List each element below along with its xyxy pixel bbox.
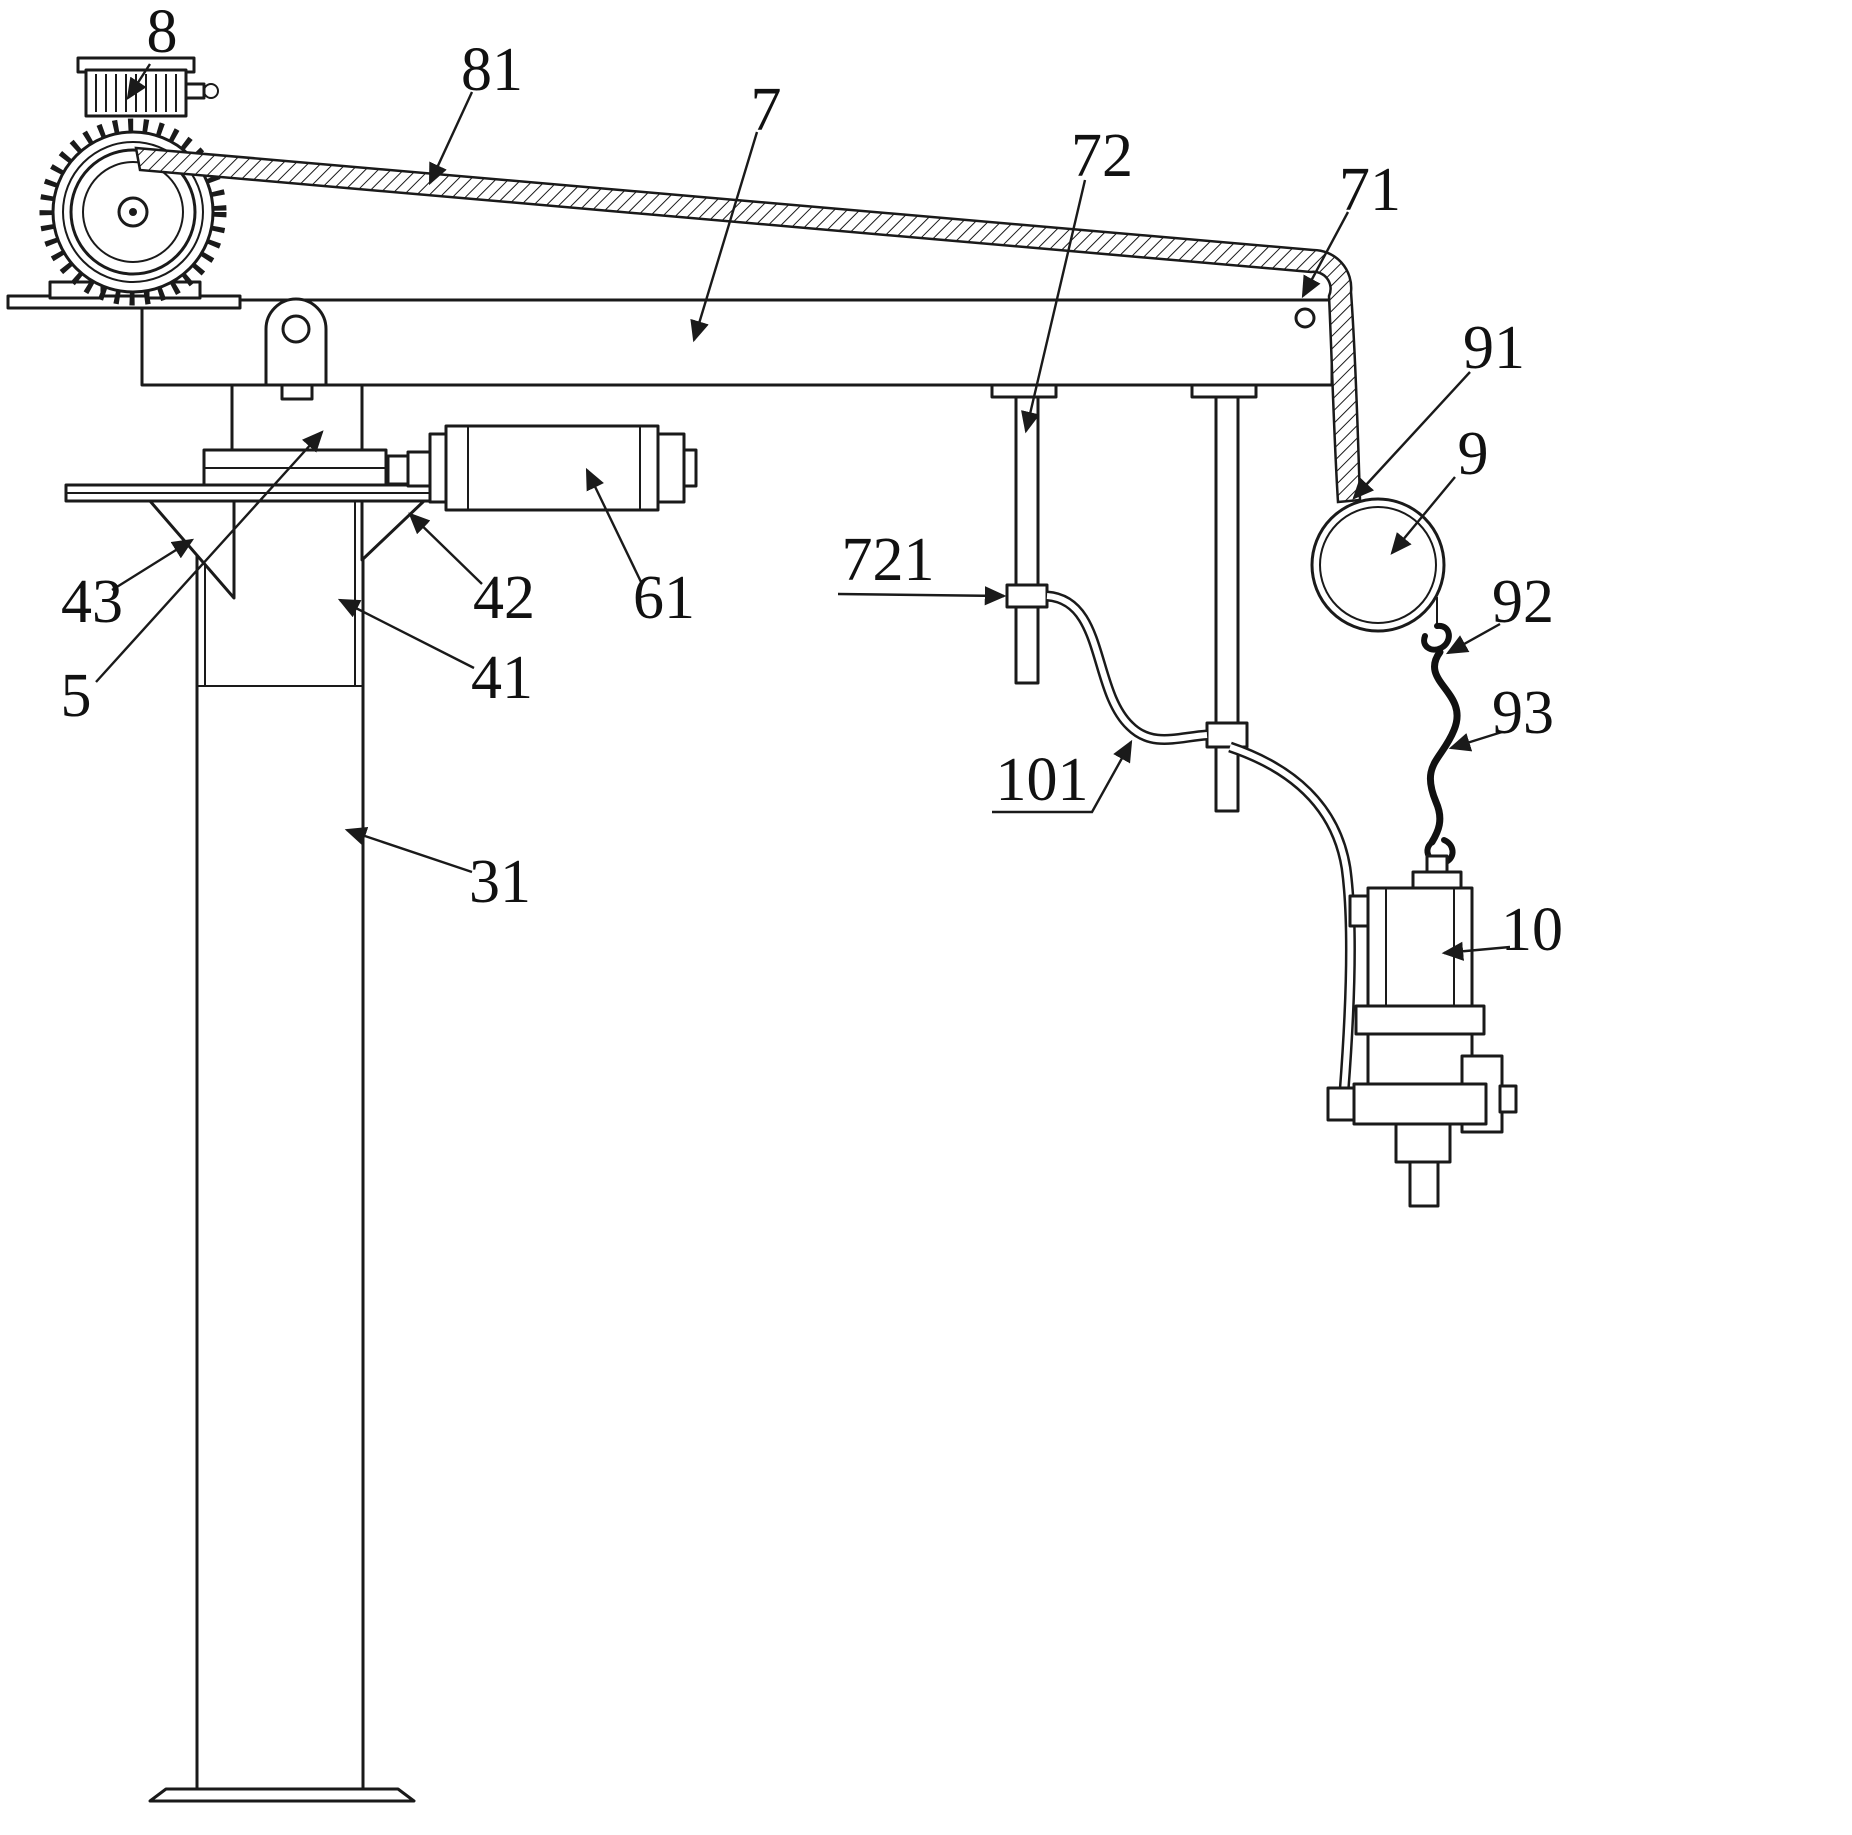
tool-body <box>1366 886 1474 1008</box>
label-8: 8 <box>147 0 178 66</box>
leader-93 <box>1448 730 1503 752</box>
leader-91 <box>1352 371 1471 500</box>
leader-71 <box>1301 211 1350 299</box>
leader-61 <box>585 467 644 585</box>
label-92: 92 <box>1492 568 1554 636</box>
leader-8 <box>126 63 152 101</box>
rod-collar <box>1005 583 1049 609</box>
rod-flange <box>990 383 1058 399</box>
label-61: 61 <box>633 564 695 632</box>
labels: 8 81 7 72 71 91 9 92 93 10 43 5 42 61 41… <box>61 0 1564 964</box>
pivot-clevis <box>264 297 328 401</box>
motor-foot-left <box>48 280 104 300</box>
tool-ring <box>1354 1004 1486 1036</box>
leader-92 <box>1445 622 1501 655</box>
actuator-cylinder <box>202 424 698 512</box>
label-41: 41 <box>471 644 533 712</box>
cylinder-cap-left <box>428 432 448 504</box>
tool-collar <box>1352 1082 1488 1126</box>
label-10: 10 <box>1501 896 1563 964</box>
s-link <box>1427 648 1461 846</box>
boom-arm <box>140 298 1334 387</box>
arm-end-hole <box>1294 307 1316 329</box>
label-101: 101 <box>996 746 1089 814</box>
tool-eyelet <box>1425 854 1449 874</box>
label-5: 5 <box>61 662 92 730</box>
label-43: 43 <box>61 568 123 636</box>
label-72: 72 <box>1071 122 1133 190</box>
support-column <box>148 499 416 1803</box>
clevis-hole <box>281 314 311 344</box>
leader-9 <box>1390 476 1456 555</box>
label-7: 7 <box>751 76 782 144</box>
leader-10 <box>1441 941 1511 961</box>
leader-42 <box>408 512 483 585</box>
rod-flange <box>1190 383 1258 399</box>
s-hook <box>1421 597 1461 872</box>
motor-platform <box>6 294 242 310</box>
label-9: 9 <box>1458 420 1489 488</box>
air-hose <box>1046 590 1356 1093</box>
leader-31 <box>344 827 473 874</box>
leader-81 <box>428 91 474 186</box>
hanger-rod-front <box>990 383 1058 685</box>
leader-101 <box>992 739 1133 814</box>
cylinder-body <box>444 424 660 512</box>
hose-inlet <box>1326 1086 1356 1122</box>
leader-5 <box>95 430 324 683</box>
label-721: 721 <box>842 526 935 594</box>
tension-disc <box>1310 497 1446 633</box>
leader-41 <box>337 598 475 670</box>
label-42: 42 <box>473 564 535 632</box>
label-91: 91 <box>1463 314 1525 382</box>
label-31: 31 <box>469 848 531 916</box>
leader-72 <box>1021 179 1087 434</box>
motor-fins <box>39 118 227 306</box>
column-base <box>148 1787 416 1803</box>
hook-top <box>1421 622 1452 653</box>
label-93: 93 <box>1492 679 1554 747</box>
leader-lines <box>95 63 1511 961</box>
leader-721 <box>837 586 1007 606</box>
leader-43 <box>111 538 195 592</box>
leader-7 <box>690 131 759 343</box>
label-81: 81 <box>461 36 523 104</box>
cylinder-cap-right <box>656 432 686 504</box>
rod-collar <box>1205 721 1249 749</box>
tool-tip <box>1408 1160 1440 1208</box>
hanger-rod-rear <box>1190 383 1258 813</box>
label-71: 71 <box>1339 156 1401 224</box>
